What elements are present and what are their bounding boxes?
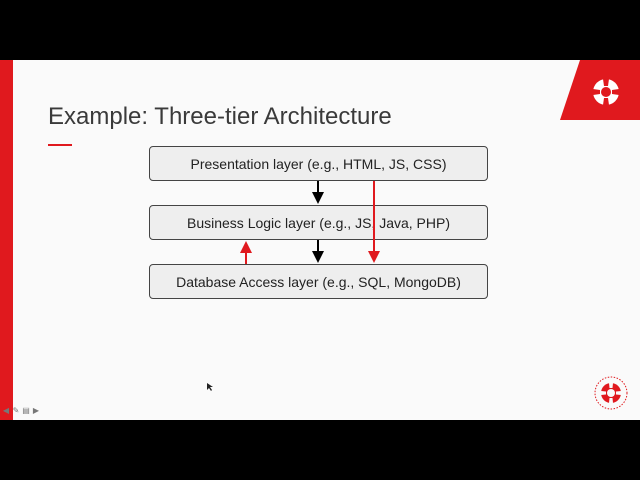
presentation-layer-box: Presentation layer (e.g., HTML, JS, CSS) [149,146,488,181]
presentation-slide: Example: Three-tier Architecture Present… [0,60,640,420]
slide-title: Example: Three-tier Architecture [48,103,392,130]
next-arrow-icon[interactable]: ▶ [32,406,40,415]
business-logic-layer-box: Business Logic layer (e.g., JS, Java, PH… [149,205,488,240]
title-underline [48,144,72,146]
university-logo-icon [560,60,640,120]
database-access-layer-box: Database Access layer (e.g., SQL, MongoD… [149,264,488,299]
slideshow-controls: ◀ ✎ ▤ ▶ [2,407,40,415]
prev-arrow-icon[interactable]: ◀ [2,406,10,415]
menu-icon[interactable]: ▤ [22,406,30,415]
accent-bar [0,60,13,420]
mouse-cursor-icon [207,383,213,391]
university-seal-icon [594,376,628,410]
pen-icon[interactable]: ✎ [12,406,20,415]
